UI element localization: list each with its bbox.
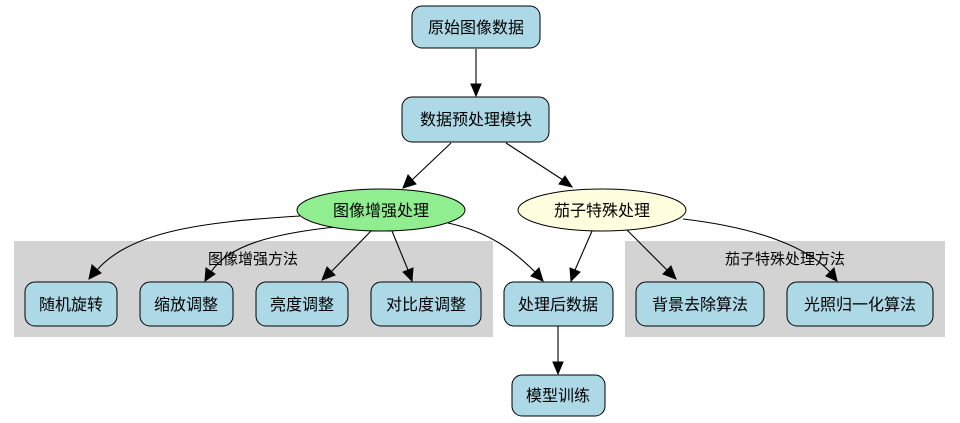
node-augment-label: 图像增强处理 — [333, 201, 429, 220]
node-bg-removal: 背景去除算法 — [635, 281, 765, 327]
node-brightness-label: 亮度调整 — [270, 295, 334, 314]
node-train-label: 模型训练 — [526, 386, 590, 405]
edge-augment-contrast — [391, 230, 409, 271]
node-train: 模型训练 — [511, 374, 606, 417]
arrowhead — [825, 267, 838, 282]
edge-eggplant-processed — [574, 230, 593, 271]
node-light-norm-label: 光照归一化算法 — [804, 295, 916, 314]
node-preprocess-label: 数据预处理模块 — [420, 110, 532, 129]
node-raw-data-label: 原始图像数据 — [428, 18, 524, 37]
edges — [88, 49, 838, 376]
node-scale: 缩放调整 — [139, 281, 234, 327]
cluster-special-label: 茄子特殊处理方法 — [725, 250, 845, 268]
node-preprocess: 数据预处理模块 — [401, 96, 550, 143]
node-eggplant: 茄子特殊处理 — [517, 188, 687, 232]
edge-augment-rotate — [96, 215, 301, 271]
node-light-norm: 光照归一化算法 — [786, 281, 934, 327]
edge-eggplant-light — [682, 218, 831, 273]
arrowhead — [402, 174, 417, 189]
arrowhead — [470, 83, 482, 98]
arrowhead — [662, 265, 677, 280]
arrowhead — [530, 267, 544, 282]
arrowhead — [88, 264, 102, 280]
node-scale-label: 缩放调整 — [154, 295, 218, 314]
node-processed-label: 处理后数据 — [518, 295, 598, 314]
node-contrast-label: 对比度调整 — [386, 295, 466, 314]
edge-augment-processed — [447, 222, 536, 273]
edge-augment-scale — [210, 226, 336, 273]
edge-preprocess-augment — [411, 142, 452, 181]
arrowhead — [552, 361, 564, 376]
arrowhead — [204, 267, 216, 283]
edge-augment-brightness — [330, 230, 372, 273]
node-bg-removal-label: 背景去除算法 — [652, 295, 748, 314]
arrowhead — [402, 267, 414, 283]
arrowhead — [558, 175, 574, 188]
node-brightness: 亮度调整 — [255, 281, 349, 327]
node-eggplant-label: 茄子特殊处理 — [554, 201, 650, 220]
node-contrast: 对比度调整 — [370, 281, 482, 327]
arrowhead — [569, 267, 581, 283]
node-raw-data: 原始图像数据 — [411, 5, 541, 49]
node-rotate-label: 随机旋转 — [39, 295, 103, 314]
node-augment: 图像增强处理 — [296, 188, 466, 232]
node-processed: 处理后数据 — [503, 281, 614, 327]
node-rotate: 随机旋转 — [24, 281, 118, 327]
arrowhead — [321, 266, 336, 281]
edge-eggplant-bg — [624, 227, 668, 271]
cluster-augment-label: 图像增强方法 — [208, 250, 298, 268]
edge-preprocess-eggplant — [505, 142, 564, 181]
